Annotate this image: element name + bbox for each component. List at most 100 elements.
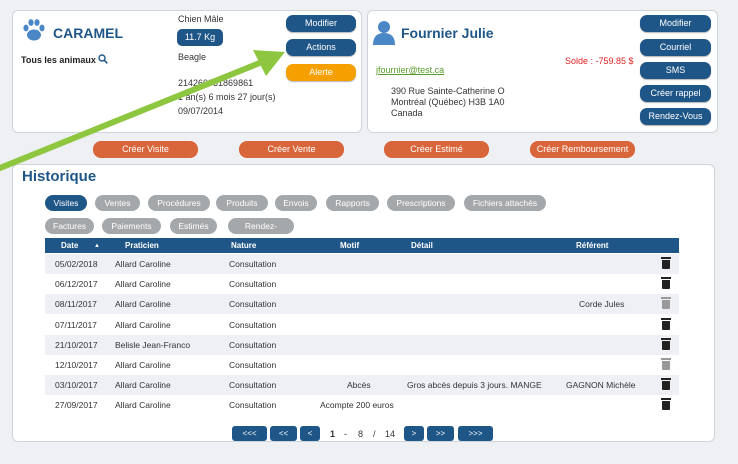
all-animals-label: Tous les animaux [21,55,96,65]
create-refund-button[interactable]: Créer Remboursement [530,141,635,158]
trash-icon[interactable] [661,337,671,350]
last-page-button[interactable]: >>> [458,426,493,441]
tab-produits[interactable]: Produits [216,195,268,211]
cell-date: 07/11/2017 [55,319,97,330]
table-row[interactable]: 06/12/2017 Allard Caroline Consultation [45,274,679,294]
tab-prescriptions[interactable]: Prescriptions [387,195,455,211]
table-row[interactable]: 21/10/2017 Belisle Jean-Franco Consultatio… [45,334,679,355]
cell-referrer: Corde Jules [579,299,625,310]
cell-nature: Consultation [229,380,277,391]
history-title: Historique [22,168,97,185]
cell-practitioner: Allard Caroline [115,279,171,290]
cell-date: 06/12/2017 [55,279,98,290]
pet-alert-button[interactable]: Alerte [286,64,356,81]
cell-reason: Abcès [347,380,371,391]
prev-page-button[interactable]: < [300,426,320,441]
cell-referrer: GAGNON Michèle [566,380,636,391]
tab-rapports[interactable]: Rapports [326,195,379,211]
cell-date: 08/11/2017 [55,299,97,310]
owner-card: Fournier Julie jfournier@test.ca Solde :… [367,10,718,133]
pet-actions-button[interactable]: Actions [286,39,356,56]
pet-age: 1 an(s) 6 mois 27 jour(s) [178,92,276,102]
cell-practitioner: Allard Caroline [115,400,171,411]
cell-practitioner: Belisle Jean-Franco [115,339,191,350]
tab-paiements[interactable]: Paiements [102,218,161,234]
col-practitioner[interactable]: Praticien [125,241,159,250]
page-slash: / [373,429,376,439]
pet-name: CARAMEL [53,25,123,41]
cell-practitioner: Allard Caroline [115,299,171,310]
col-referrer[interactable]: Référent [576,241,609,250]
owner-address-line3: Canada [391,108,423,118]
pet-birthdate: 09/07/2014 [178,106,224,116]
next-block-button[interactable]: >> [427,426,454,441]
trash-icon[interactable] [661,277,671,290]
trash-icon[interactable] [661,378,671,391]
sort-asc-icon[interactable]: ▲ [94,243,100,249]
col-date[interactable]: Date [61,241,79,250]
owner-balance: Solde : -759.85 $ [565,56,634,66]
col-nature[interactable]: Nature [231,241,257,250]
cell-nature: Consultation [229,319,277,330]
cell-reason: Acompte 200 euros [320,400,394,411]
trash-icon[interactable] [661,398,671,411]
create-estimate-button[interactable]: Créer Estimé [384,141,489,158]
create-visit-button[interactable]: Créer Visite [93,141,198,158]
pet-card: CARAMEL Tous les animaux Chien Mâle 11.7… [12,10,362,133]
owner-modify-button[interactable]: Modifier [640,15,711,32]
cell-practitioner: Allard Caroline [115,380,171,391]
table-row[interactable]: 03/10/2017 Allard Caroline Consultation Abc… [45,375,679,396]
history-table-header: Date ▲ Praticien Nature Motif Détail Réf… [45,238,679,253]
owner-email-link[interactable]: jfournier@test.ca [376,65,445,75]
tab-factures[interactable]: Factures [45,218,94,234]
tab-ventes[interactable]: Ventes [95,195,140,211]
table-row[interactable]: 08/11/2017 Allard Caroline Consultation Cor… [45,294,679,315]
tab-estim-s[interactable]: Estimés [170,218,217,234]
tab-proc-dures[interactable]: Procédures [148,195,210,211]
person-icon [373,21,395,45]
cell-nature: Consultation [229,360,277,370]
first-page-button[interactable]: <<< [232,426,267,441]
trash-icon[interactable] [661,317,671,330]
appointment-button[interactable]: Rendez-Vous [640,108,711,125]
owner-sms-button[interactable]: SMS [640,62,711,79]
col-detail[interactable]: Détail [411,241,433,250]
pet-breed: Beagle [178,52,207,62]
pet-chip: 214260031869861 [178,78,254,88]
col-reason[interactable]: Motif [340,241,360,250]
next-page-button[interactable]: > [404,426,424,441]
cell-practitioner: Allard Caroline [115,259,171,269]
cell-practitioner: Allard Caroline [115,360,171,370]
prev-block-button[interactable]: << [270,426,297,441]
table-row[interactable]: 05/02/2018 Allard Caroline Consultation [45,254,679,274]
create-sale-button[interactable]: Créer Vente [239,141,344,158]
owner-email-button[interactable]: Courriel [640,39,711,56]
tab-envois[interactable]: Envois [275,195,317,211]
owner-name: Fournier Julie [401,25,494,41]
owner-address-line2: Montréal (Québec) H3B 1A0 [391,97,505,107]
cell-nature: Consultation [229,339,277,350]
trash-icon[interactable] [661,358,671,370]
cell-date: 27/09/2017 [55,400,98,411]
pet-modify-button[interactable]: Modifier [286,15,356,32]
all-animals-link[interactable]: Tous les animaux [21,54,109,65]
tab-rendez-vous[interactable]: Rendez-vous [228,218,294,247]
pet-species-sex: Chien Mâle [178,14,224,24]
page-current: 1 [330,429,336,439]
cell-date: 21/10/2017 [55,339,98,350]
trash-icon[interactable] [661,257,671,269]
cell-date: 05/02/2018 [55,259,98,269]
search-icon [98,54,109,64]
tab-fichiers-attach-s[interactable]: Fichiers attachés [464,195,546,211]
create-reminder-button[interactable]: Créer rappel [640,85,711,102]
trash-icon[interactable] [661,297,671,310]
cell-nature: Consultation [229,299,277,310]
page-total: 14 [385,429,396,439]
tab-visites[interactable]: Visites [45,195,87,211]
cell-nature: Consultation [229,259,277,269]
cell-date: 03/10/2017 [55,380,98,391]
cell-nature: Consultation [229,279,277,290]
